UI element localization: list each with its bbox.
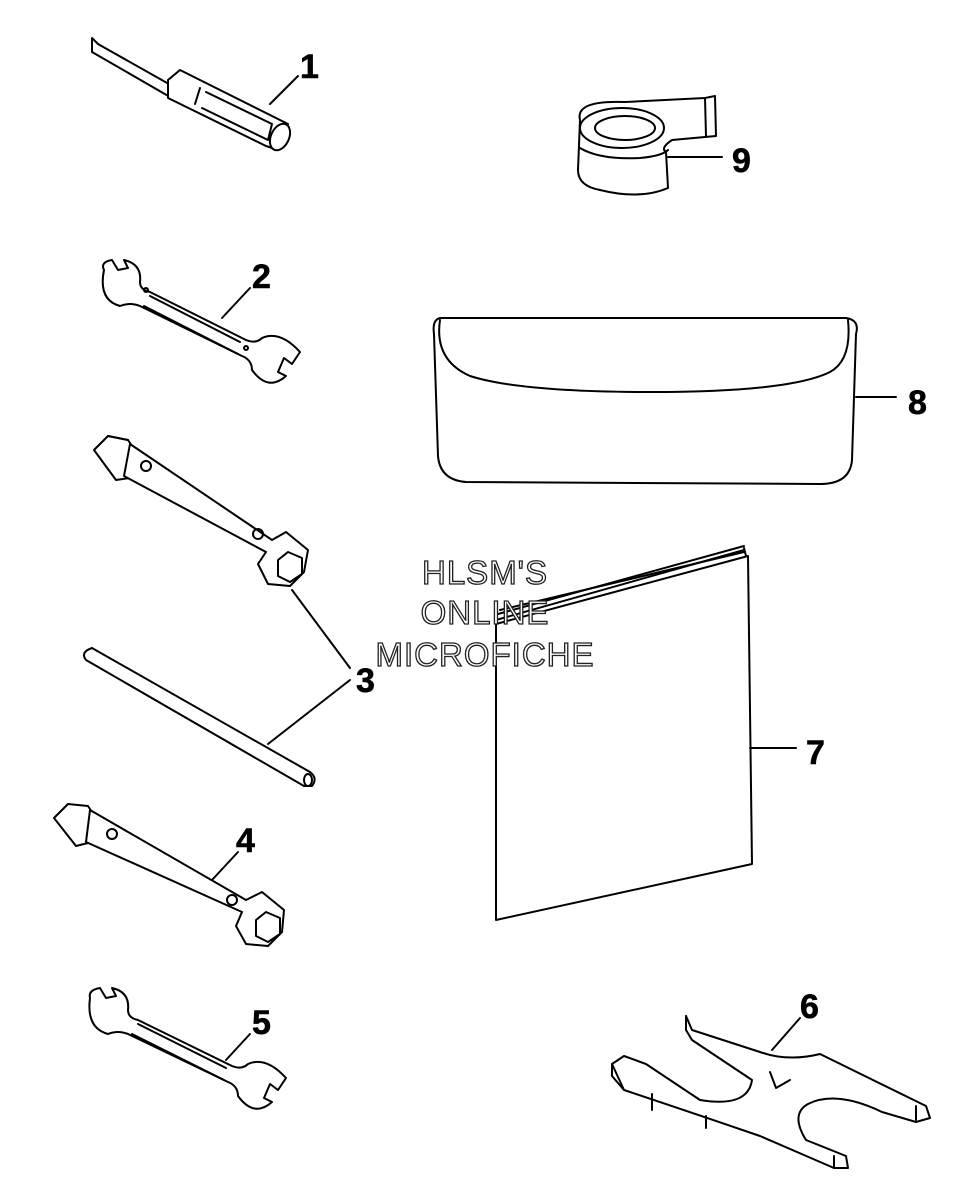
strap-roll-icon — [577, 95, 717, 196]
tool-pouch-icon — [432, 317, 858, 485]
callout-1: 1 — [300, 48, 319, 86]
leader-line-5 — [225, 1033, 251, 1061]
callout-3: 3 — [356, 662, 375, 700]
watermark: HLSM'S ONLINE MICROFICHE — [375, 553, 595, 673]
leader-line-6 — [771, 1017, 801, 1051]
leader-line-2 — [221, 287, 251, 319]
watermark-line-1: HLSM'S — [422, 554, 548, 591]
open-end-wrench-icon — [88, 987, 287, 1110]
screwdriver-icon — [91, 37, 292, 152]
leader-line-4 — [211, 851, 239, 881]
leader-line-3b — [267, 679, 351, 745]
leader-line-1 — [269, 75, 299, 105]
callout-8: 8 — [908, 384, 927, 422]
callout-7: 7 — [806, 734, 825, 772]
manual-book-icon — [495, 545, 753, 921]
leader-line-3a — [291, 589, 351, 669]
callout-5: 5 — [252, 1004, 271, 1042]
open-end-wrench-icon — [101, 259, 301, 384]
box-wrench-icon — [53, 803, 285, 947]
callout-2: 2 — [252, 258, 271, 296]
callout-4: 4 — [236, 822, 255, 860]
spanner-tool-icon — [611, 1015, 931, 1169]
watermark-line-2: ONLINE — [421, 594, 550, 631]
box-wrench-and-handle-icon — [83, 435, 316, 787]
callout-6: 6 — [800, 988, 819, 1026]
watermark-line-3: MICROFICHE — [376, 636, 595, 673]
callout-9: 9 — [732, 142, 751, 180]
